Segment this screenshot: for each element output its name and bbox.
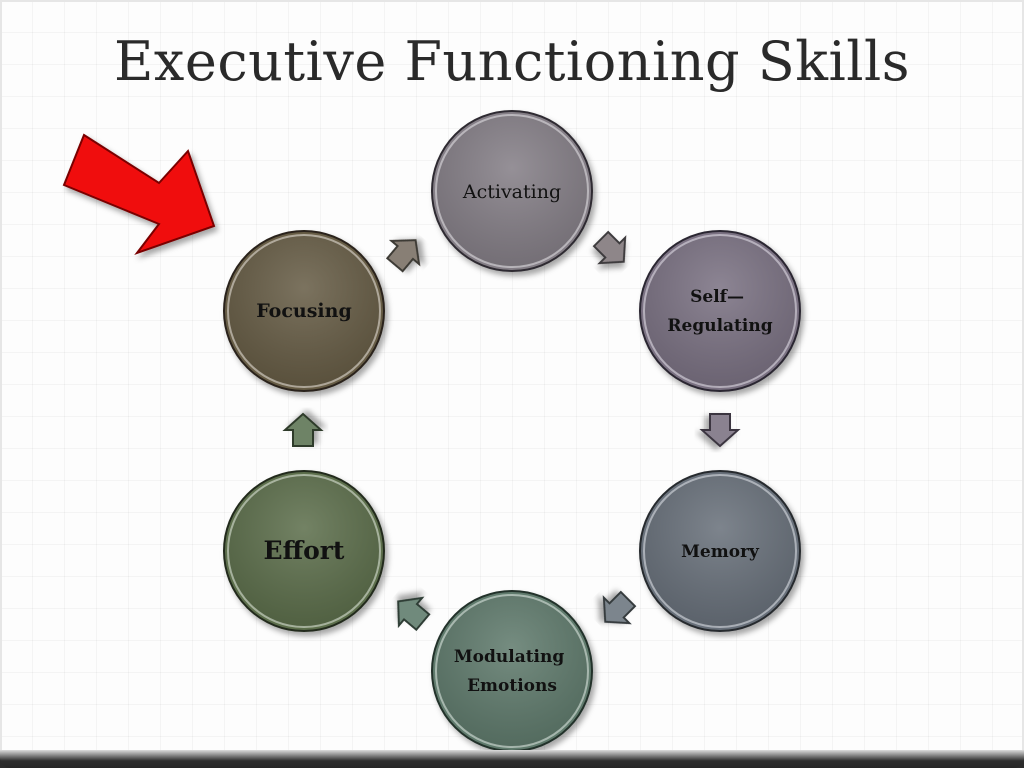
- node-memory-label: Memory: [681, 542, 760, 562]
- node-memory: Memory: [639, 470, 801, 632]
- arrow-modulating-to-effort-icon: [397, 596, 431, 632]
- node-effort-label: Effort: [264, 536, 345, 565]
- node-activating-label: Activating: [462, 181, 561, 203]
- arrow-effort-to-focusing-icon: [282, 412, 324, 447]
- slide-bottom-bar: [0, 750, 1024, 768]
- node-effort: Effort: [223, 470, 385, 632]
- node-activating: Activating: [431, 110, 593, 272]
- node-modulating-emotions-label: Modulating Emotions: [454, 647, 570, 696]
- slide-title: Executive Functioning Skills: [114, 30, 910, 93]
- node-focusing-label: Focusing: [256, 300, 352, 322]
- node-focusing: Focusing: [223, 230, 385, 392]
- node-self-regulating: Self— Regulating: [639, 230, 801, 392]
- red-pointer-arrow-icon: [62, 133, 216, 256]
- node-modulating-emotions: Modulating Emotions: [431, 590, 593, 752]
- arrow-focusing-to-activating-icon: [385, 239, 421, 273]
- connector-arrows: [282, 230, 741, 632]
- arrow-activating-to-selfregulating-icon: [592, 230, 627, 265]
- arrow-selfregulating-to-memory-icon: [699, 413, 741, 448]
- arrow-memory-to-modulating-icon: [602, 590, 637, 625]
- node-self-regulating-label: Self— Regulating: [667, 287, 772, 336]
